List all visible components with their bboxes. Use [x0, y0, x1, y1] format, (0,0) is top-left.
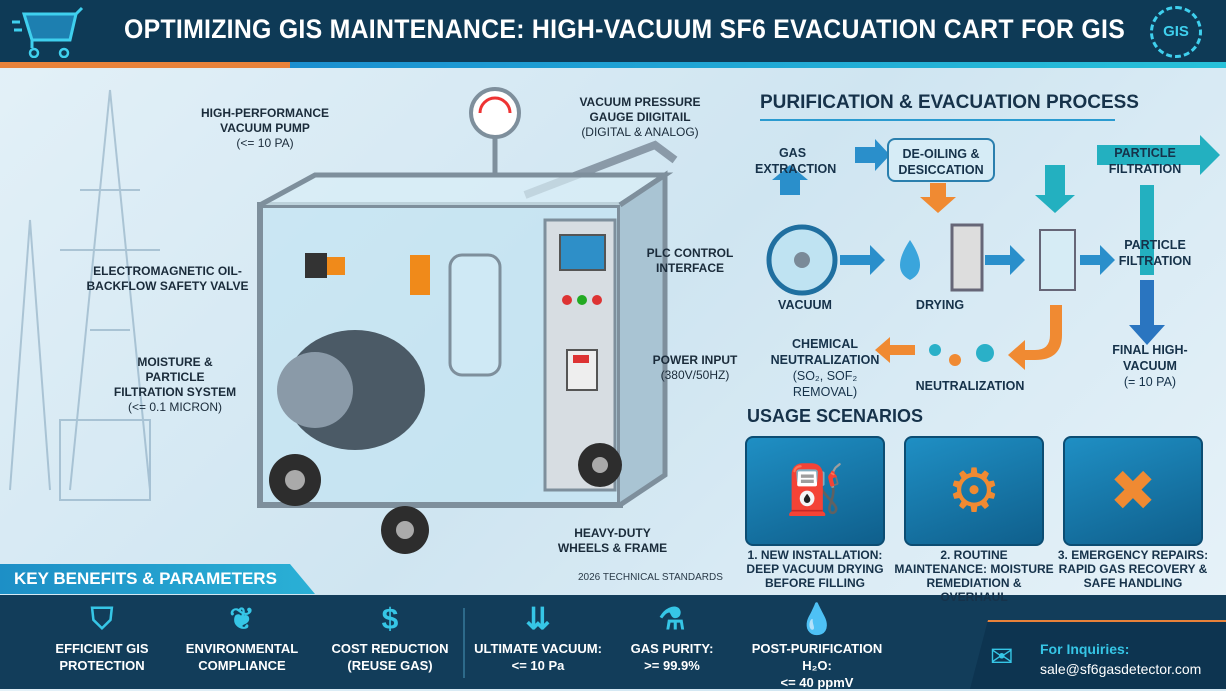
benefit-protection: ⛉ EFFICIENT GIS PROTECTION	[32, 600, 172, 674]
evacuation-cart-illustration	[257, 87, 678, 554]
usage-caption-3: 3. EMERGENCY REPAIRS: RAPID GAS RECOVERY…	[1057, 548, 1209, 590]
step-particle-filtration-1: PARTICLE FILTRATION	[1108, 146, 1182, 176]
standards-note: 2026 TECHNICAL STANDARDS	[578, 572, 723, 583]
page-title: OPTIMIZING GIS MAINTENANCE: HIGH-VACUUM …	[124, 14, 1126, 44]
leaf-icon: ❦	[229, 603, 255, 636]
callout-title: PLC CONTROL INTERFACE	[646, 246, 734, 275]
benefits-title: KEY BENEFITS & PARAMETERS	[14, 569, 277, 588]
header-accent-blue	[290, 62, 1226, 68]
param-gas-purity: ⚗ GAS PURITY: >= 99.9%	[602, 600, 742, 674]
arrow-right	[1097, 135, 1220, 175]
callout-safety-valve: ELECTROMAGNETIC OIL-BACKFLOW SAFETY VALV…	[85, 264, 250, 294]
gear-wrench-icon: ⚙	[947, 457, 1001, 524]
benefits-divider	[463, 608, 465, 678]
wrench-screwdriver-icon: ✖	[1109, 459, 1157, 522]
benefit-label: ENVIRONMENTAL COMPLIANCE	[185, 641, 299, 673]
step-final-vacuum: FINAL HIGH-VACUUM (= 10 PA)	[1095, 342, 1205, 390]
param-label: GAS PURITY:	[630, 641, 714, 656]
param-value: <= 40 ppmV	[780, 675, 854, 690]
flask-icon: ⚗	[658, 603, 686, 636]
param-value: >= 99.9%	[644, 658, 700, 673]
step-sub: (= 10 PA)	[1123, 375, 1177, 389]
gis-gear-logo: GIS	[1150, 6, 1202, 58]
arrow-down	[1129, 280, 1165, 345]
param-label: POST-PURIFICATION H₂O:	[751, 641, 883, 673]
benefit-label: EFFICIENT GIS PROTECTION	[55, 641, 149, 673]
callout-title: HEAVY-DUTY WHEELS & FRAME	[557, 526, 668, 555]
process-title: PURIFICATION & EVACUATION PROCESS	[760, 92, 1139, 113]
contact-email[interactable]: sale@sf6gasdetector.com	[1040, 661, 1202, 677]
transmission-tower-illustration	[9, 89, 160, 501]
callout-power: POWER INPUT(380V/50HZ)	[645, 353, 745, 383]
step-vacuum: VACUUM	[778, 298, 832, 312]
usage-caption-1: 1. NEW INSTALLATION: DEEP VACUUM DRYING …	[746, 548, 884, 590]
arrow-up	[772, 165, 808, 195]
step-particle-filtration-2: PARTICLE FILTRATION	[1118, 238, 1192, 268]
pipe-valve-icon: ⛽	[785, 464, 845, 517]
callout-title: MOISTURE & PARTICLE FILTRATION SYSTEM	[113, 355, 237, 399]
param-ultimate-vacuum: ⇊ ULTIMATE VACUUM: <= 10 Pa	[468, 600, 608, 674]
shopping-cart-icon	[12, 6, 84, 58]
benefit-label: COST REDUCTION (REUSE GAS)	[331, 641, 449, 673]
dollar-hand-icon: $	[381, 603, 399, 636]
callout-title: POWER INPUT	[652, 353, 738, 367]
benefit-environment: ❦ ENVIRONMENTAL COMPLIANCE	[172, 600, 312, 674]
benefit-cost: $ COST REDUCTION (REUSE GAS)	[320, 600, 460, 674]
step-drying: DRYING	[915, 298, 965, 312]
callout-plc: PLC CONTROL INTERFACE	[640, 246, 740, 276]
callout-title: ELECTROMAGNETIC OIL-BACKFLOW SAFETY VALV…	[86, 264, 249, 293]
contact-label: For Inquiries:	[1040, 641, 1130, 657]
header-accent-orange	[0, 62, 290, 68]
shield-check-icon: ⛉	[90, 603, 114, 636]
step-deoiling: DE-OILING & DESICCATION	[887, 138, 995, 182]
usage-caption-2: 2. ROUTINE MAINTENANCE: MOISTURE REMEDIA…	[894, 548, 1054, 604]
callout-vacuum-pump: HIGH-PERFORMANCE VACUUM PUMP(<= 10 PA)	[190, 106, 340, 151]
contact-box	[970, 620, 1226, 689]
callout-pressure-gauge: VACUUM PRESSURE GAUGE DIIGITAIL(DIGITAL …	[565, 95, 715, 140]
water-drop-icon: 💧	[798, 603, 836, 636]
param-h2o: 💧 POST-PURIFICATION H₂O: <= 40 ppmV	[737, 600, 897, 691]
process-flow-diagram	[766, 135, 1220, 370]
usage-title: USAGE SCENARIOS	[747, 406, 924, 426]
step-sub: (SO₂, SOF₂ REMOVAL)	[792, 369, 858, 399]
arrow-right	[855, 139, 890, 171]
step-gas-extraction: GAS EXTRACTION	[755, 146, 837, 176]
arrow-down	[920, 183, 956, 213]
param-label: ULTIMATE VACUUM:	[474, 641, 602, 656]
callout-filtration: MOISTURE & PARTICLE FILTRATION SYSTEM(<=…	[110, 355, 240, 415]
callout-sub: (<= 10 PA)	[236, 136, 294, 150]
arrow-down	[1035, 165, 1075, 213]
callout-title: VACUUM PRESSURE GAUGE DIIGITAIL	[579, 95, 701, 124]
callout-sub: (<= 0.1 MICRON)	[127, 400, 223, 414]
usage-card-new-installation: ⛽	[745, 436, 885, 546]
step-chemical-neutralization: CHEMICAL NEUTRALIZATION(SO₂, SOF₂ REMOVA…	[760, 336, 890, 400]
callout-sub: (DIGITAL & ANALOG)	[581, 125, 699, 139]
callout-wheels: HEAVY-DUTY WHEELS & FRAME	[550, 526, 675, 556]
callout-sub: (380V/50HZ)	[660, 368, 730, 382]
header-bar	[0, 0, 1226, 62]
step-title: FINAL HIGH-VACUUM	[1112, 343, 1188, 373]
step-title: CHEMICAL NEUTRALIZATION	[770, 337, 880, 367]
step-neutralization: NEUTRALIZATION	[915, 379, 1025, 393]
callout-title: HIGH-PERFORMANCE VACUUM PUMP	[201, 106, 329, 135]
process-title-underline	[760, 119, 1115, 121]
logo-text: GIS	[1163, 23, 1189, 40]
compress-icon: ⇊	[525, 603, 551, 636]
usage-card-routine-maintenance: ⚙	[904, 436, 1044, 546]
param-value: <= 10 Pa	[511, 658, 565, 673]
benefits-title-tab	[0, 564, 315, 594]
usage-card-emergency-repairs: ✖	[1063, 436, 1203, 546]
envelope-icon: ✉	[990, 641, 1014, 672]
